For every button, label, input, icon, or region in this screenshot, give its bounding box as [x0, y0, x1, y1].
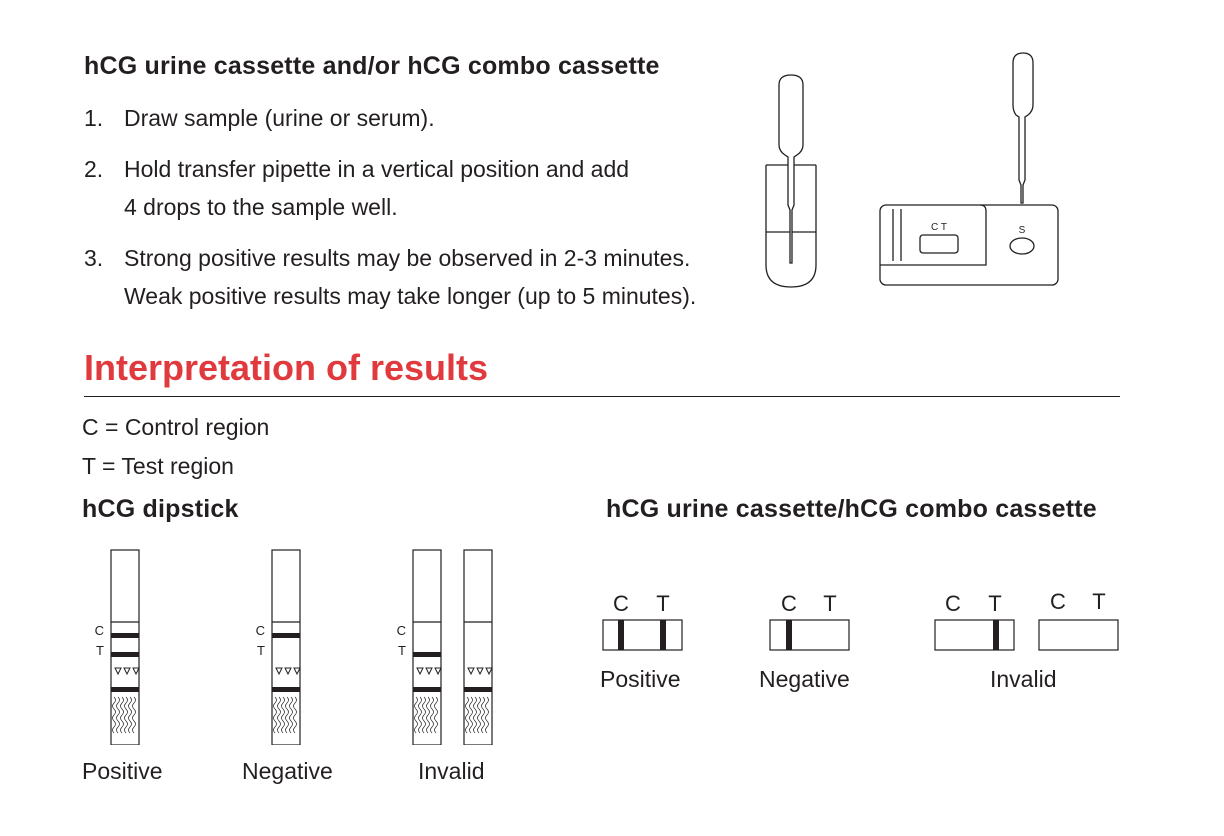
step-2-number: 2.: [84, 156, 104, 182]
cassette-positive-label: Positive: [600, 666, 681, 692]
cassette-invalid-1-c-mark: C: [945, 591, 961, 616]
legend-test-region: T = Test region: [82, 453, 234, 479]
step-1-text: Draw sample (urine or serum).: [124, 105, 435, 131]
section-divider: [84, 396, 1120, 397]
step-1: 1. Draw sample (urine or serum).: [84, 99, 764, 137]
step-1-number: 1.: [84, 105, 104, 131]
cassette-negative-control-line: [786, 620, 792, 650]
interpretation-title: Interpretation of results: [84, 347, 489, 388]
step-2-text-line-1: Hold transfer pipette in a vertical posi…: [124, 156, 630, 182]
step-2: 2. Hold transfer pipette in a vertical p…: [84, 150, 764, 226]
result-window: [919, 234, 959, 254]
test-line: [413, 652, 441, 657]
cassette-window-label: C T: [931, 222, 947, 233]
dipstick-invalid-t-mark: T: [398, 643, 406, 658]
cassette-results-heading: hCG urine cassette/hCG combo cassette: [606, 495, 1097, 523]
dipstick-invalid-label: Invalid: [418, 758, 485, 784]
cassette-negative-label: Negative: [759, 666, 850, 692]
step-2-text-line-2: 4 drops to the sample well.: [124, 194, 398, 220]
step-3-text-line-2: Weak positive results may take longer (u…: [124, 283, 697, 309]
cassette-negative-t-mark: T: [823, 591, 836, 616]
cassette-negative-window: [769, 619, 850, 651]
dipstick-negative-t-mark: T: [257, 643, 265, 658]
control-line: [111, 633, 139, 638]
test-tube: [765, 165, 817, 288]
pipette-in-tube: [778, 74, 804, 264]
legend-control-region: C = Control region: [82, 414, 270, 440]
cassette-invalid-2-t-mark: T: [1092, 589, 1105, 614]
dipstick-negative-label: Negative: [242, 758, 333, 784]
cassette-invalid-window-2: [1038, 619, 1119, 651]
control-line: [272, 633, 300, 638]
dipstick-invalid-2: [463, 549, 493, 745]
pipette-over-sample-well: [1012, 52, 1034, 204]
cassette-sample-label: S: [1019, 225, 1026, 236]
dipstick-invalid-c-mark: C: [397, 623, 406, 638]
cassette-positive-t-mark: T: [656, 591, 669, 616]
dipstick-positive-c-mark: C: [95, 623, 104, 638]
step-3-text-line-1: Strong positive results may be observed …: [124, 245, 691, 271]
test-line: [111, 652, 139, 657]
dipstick-negative: [271, 549, 301, 745]
cassette-positive-c-mark: C: [613, 591, 629, 616]
test-cassette: [879, 204, 1059, 286]
sample-well: [1009, 237, 1035, 255]
cassette-diagram: C T C T C T C T: [602, 589, 1119, 651]
cassette-positive-window: [602, 619, 683, 651]
cassette-invalid-2-c-mark: C: [1050, 589, 1066, 614]
cassette-positive-control-line: [618, 620, 624, 650]
dipstick-positive: [110, 549, 140, 745]
dipstick-heading: hCG dipstick: [82, 495, 239, 523]
cassette-invalid-label: Invalid: [990, 666, 1057, 692]
procedure-heading: hCG urine cassette and/or hCG combo cass…: [84, 52, 660, 80]
cassette-invalid-1-t-mark: T: [988, 591, 1001, 616]
cassette-negative-c-mark: C: [781, 591, 797, 616]
step-3: 3. Strong positive results may be observ…: [84, 239, 784, 315]
dipstick-positive-label: Positive: [82, 758, 163, 784]
procedure-illustration: C T S: [765, 52, 1059, 288]
step-3-number: 3.: [84, 245, 104, 271]
dipstick-diagram: C T C T C T: [95, 549, 493, 745]
dipstick-invalid-1: [412, 549, 442, 745]
dipstick-negative-c-mark: C: [256, 623, 265, 638]
cassette-invalid-test-line: [993, 620, 999, 650]
cassette-positive-test-line: [660, 620, 666, 650]
cassette-invalid-window-1: [934, 619, 1015, 651]
dipstick-positive-t-mark: T: [96, 643, 104, 658]
